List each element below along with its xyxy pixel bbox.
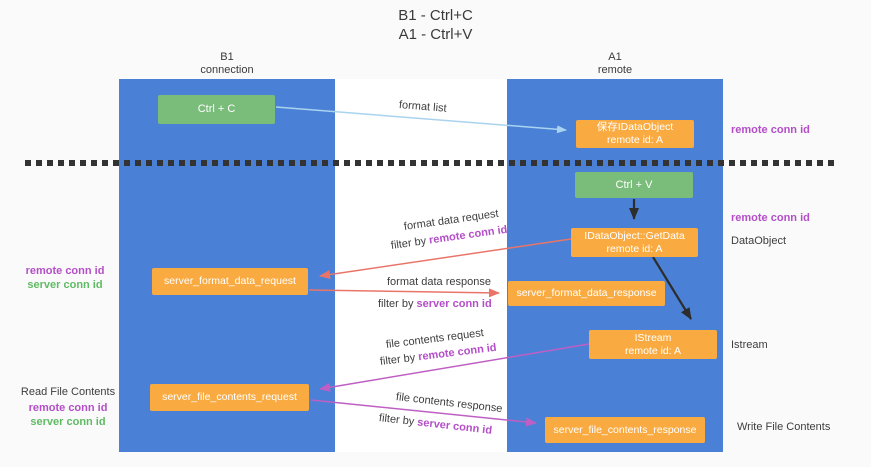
node-server-file-contents-request: server_file_contents_request: [150, 384, 309, 411]
node-server-file-contents-response: server_file_contents_response: [545, 417, 705, 443]
read-file-contents-group: Read File Contents remote conn id server…: [17, 385, 119, 429]
node-getdata-line1: IDataObject::GetData: [584, 229, 685, 242]
lane-a1-role: remote: [597, 64, 633, 76]
right-dataobject-label: DataObject: [731, 235, 787, 247]
node-istream-line1: IStream: [634, 331, 672, 344]
read-file-contents-label: Read File Contents: [20, 386, 116, 398]
lane-header-a1: A1 remote: [507, 51, 723, 77]
node-file-response-label: server_file_contents_response: [553, 423, 697, 436]
lane-b1-name: B1: [220, 51, 234, 63]
node-save-idataobject: 保存IDataObject remote id: A: [576, 120, 694, 148]
title-line-1: B1 - Ctrl+C: [398, 7, 473, 24]
right-remote-conn-id-1: remote conn id: [731, 124, 810, 136]
server-conn-id-text: server conn id: [416, 298, 492, 310]
left-server-conn-id-2: server conn id: [30, 416, 106, 428]
lane-b1-role: connection: [200, 64, 254, 76]
filter-by-text: filter by: [378, 298, 417, 310]
lane-header-b1: B1 connection: [119, 51, 335, 77]
diagram-title: B1 - Ctrl+C A1 - Ctrl+V: [0, 6, 871, 44]
title-line-2: A1 - Ctrl+V: [398, 26, 473, 43]
node-server-format-data-response: server_format_data_response: [508, 281, 665, 306]
node-server-format-data-request: server_format_data_request: [152, 268, 308, 295]
phase-divider-dashed-line: [25, 160, 835, 166]
left-remote-conn-id-2: remote conn id: [28, 402, 108, 414]
label-filter-format-response: filter by server conn id: [378, 298, 492, 310]
node-save-idataobject-line1: 保存IDataObject: [596, 121, 674, 133]
node-ctrl-c-label: Ctrl + C: [197, 103, 236, 115]
left-remote-conn-id: remote conn id: [25, 265, 105, 277]
node-format-response-label: server_format_data_response: [516, 287, 657, 299]
node-file-request-label: server_file_contents_request: [162, 391, 297, 403]
left-server-conn-id: server conn id: [27, 279, 103, 291]
label-format-data-response: format data response: [387, 276, 491, 288]
node-getdata-line2: remote id: A: [606, 242, 663, 255]
node-format-request-label: server_format_data_request: [164, 275, 296, 287]
node-ctrl-v-label: Ctrl + V: [615, 178, 653, 191]
left-conn-id-group: remote conn id server conn id: [22, 264, 108, 292]
write-file-contents-label: Write File Contents: [737, 421, 831, 433]
right-remote-conn-id-2: remote conn id: [731, 212, 810, 224]
node-idataobject-getdata: IDataObject::GetData remote id: A: [571, 228, 698, 257]
lane-a1-name: A1: [608, 51, 622, 63]
node-ctrl-v: Ctrl + V: [575, 172, 693, 198]
node-save-idataobject-line2: remote id: A: [606, 134, 664, 146]
node-istream-line2: remote id: A: [624, 344, 682, 357]
node-ctrl-c: Ctrl + C: [158, 95, 275, 124]
node-istream: IStream remote id: A: [589, 330, 717, 359]
right-istream-label: Istream: [731, 339, 768, 351]
